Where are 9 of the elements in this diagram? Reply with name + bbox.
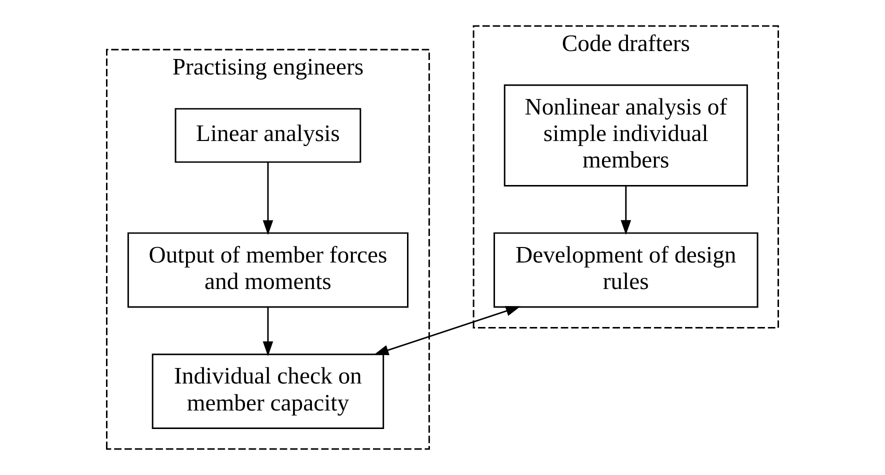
node-box: Output of member forces and moments — [127, 232, 408, 308]
arrow — [262, 162, 274, 236]
arrow — [262, 307, 274, 356]
node-box: Development of design rules — [494, 232, 758, 308]
node-box: Linear analysis — [174, 108, 362, 163]
node-box: Nonlinear analysis of simple individual members — [504, 84, 748, 186]
arrow — [620, 186, 632, 235]
arrow — [374, 306, 521, 356]
node-box: Individual check on member capacity — [152, 354, 384, 430]
